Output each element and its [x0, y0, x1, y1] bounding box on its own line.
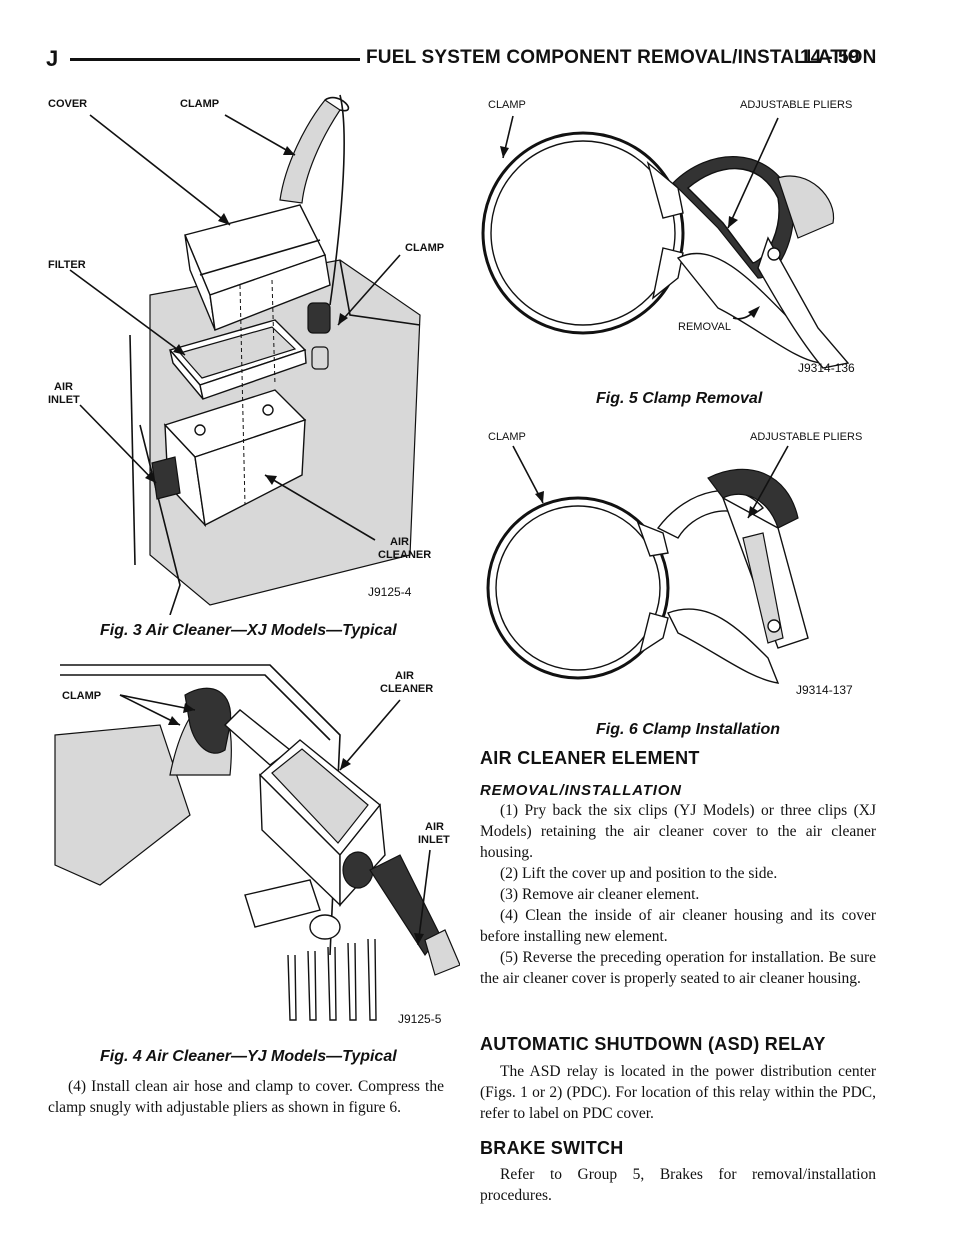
fig5-label-removal: REMOVAL — [678, 321, 731, 333]
asd-relay-text: The ASD relay is located in the power di… — [480, 1061, 876, 1124]
air-cleaner-step-2: (2) Lift the cover up and position to th… — [500, 865, 778, 882]
page-title: FUEL SYSTEM COMPONENT REMOVAL/INSTALLATI… — [366, 47, 877, 68]
figure-6-clamp-installation: CLAMP ADJUSTABLE PLIERS J9314-137 — [478, 418, 898, 708]
fig6-code: J9314-137 — [796, 683, 853, 697]
fig3-code: J9125-4 — [368, 585, 412, 599]
figure-6-caption: Fig. 6 Clamp Installation — [596, 721, 781, 738]
air-cleaner-step-1: (1) Pry back the six clips (YJ Models) o… — [480, 802, 876, 861]
figure-3-caption: Fig. 3 Air Cleaner—XJ Models—Typical — [100, 622, 397, 639]
figure-3-xj-air-cleaner: COVER CLAMP CLAMP FILTER AIR INLET AIR C… — [40, 85, 460, 615]
fig3-label-air-cleaner-2: CLEANER — [378, 549, 431, 561]
fig4-label-air-inlet-1: AIR — [425, 821, 444, 833]
brake-switch-text: Refer to Group 5, Brakes for removal/ins… — [480, 1164, 876, 1206]
fig4-label-air-cleaner-2: CLEANER — [380, 683, 433, 695]
figure-5-clamp-removal: CLAMP ADJUSTABLE PLIERS REMOVAL J9314-13… — [478, 88, 898, 388]
subheading-removal-installation: REMOVAL/INSTALLATION — [480, 782, 682, 799]
figure-4-caption: Fig. 4 Air Cleaner—YJ Models—Typical — [100, 1048, 397, 1065]
fig3-label-clamp-right: CLAMP — [405, 242, 444, 254]
fig5-code: J9314-136 — [798, 361, 855, 375]
asd-relay-body: The ASD relay is located in the power di… — [480, 1063, 876, 1122]
heading-asd-relay: AUTOMATIC SHUTDOWN (ASD) RELAY — [480, 1034, 826, 1054]
fig3-label-cover: COVER — [48, 98, 87, 110]
step-4-hose-clamp: (4) Install clean air hose and clamp to … — [48, 1078, 444, 1116]
fig3-label-air-inlet-1: AIR — [54, 381, 73, 393]
fig5-label-pliers: ADJUSTABLE PLIERS — [740, 99, 852, 111]
air-cleaner-steps: (1) Pry back the six clips (YJ Models) o… — [480, 800, 876, 989]
fig4-label-clamp: CLAMP — [62, 690, 101, 702]
figure-4-yj-air-cleaner: CLAMP AIR CLEANER AIR INLET J9125-5 — [40, 655, 460, 1040]
header-rule — [70, 58, 360, 61]
heading-brake-switch: BRAKE SWITCH — [480, 1138, 624, 1158]
section-letter: J — [46, 46, 59, 71]
brake-switch-body: Refer to Group 5, Brakes for removal/ins… — [480, 1166, 876, 1204]
fig5-label-clamp: CLAMP — [488, 99, 526, 111]
left-column-text: (4) Install clean air hose and clamp to … — [48, 1076, 444, 1118]
fig4-label-air-inlet-2: INLET — [418, 834, 450, 846]
fig3-label-air-inlet-2: INLET — [48, 394, 80, 406]
fig6-label-pliers: ADJUSTABLE PLIERS — [750, 431, 862, 443]
fig3-label-clamp-top: CLAMP — [180, 98, 219, 110]
figure-5-caption: Fig. 5 Clamp Removal — [596, 390, 763, 407]
fig6-label-clamp: CLAMP — [488, 431, 526, 443]
fig3-label-air-cleaner-1: AIR — [390, 536, 409, 548]
page-number: 14 - 59 — [800, 47, 860, 68]
air-cleaner-step-3: (3) Remove air cleaner element. — [500, 886, 700, 903]
heading-air-cleaner-element: AIR CLEANER ELEMENT — [480, 748, 700, 768]
air-cleaner-step-5: (5) Reverse the preceding operation for … — [480, 949, 876, 987]
fig4-code: J9125-5 — [398, 1012, 442, 1026]
fig4-label-air-cleaner-1: AIR — [395, 670, 414, 682]
fig3-label-filter: FILTER — [48, 259, 86, 271]
air-cleaner-step-4: (4) Clean the inside of air cleaner hous… — [480, 907, 876, 945]
